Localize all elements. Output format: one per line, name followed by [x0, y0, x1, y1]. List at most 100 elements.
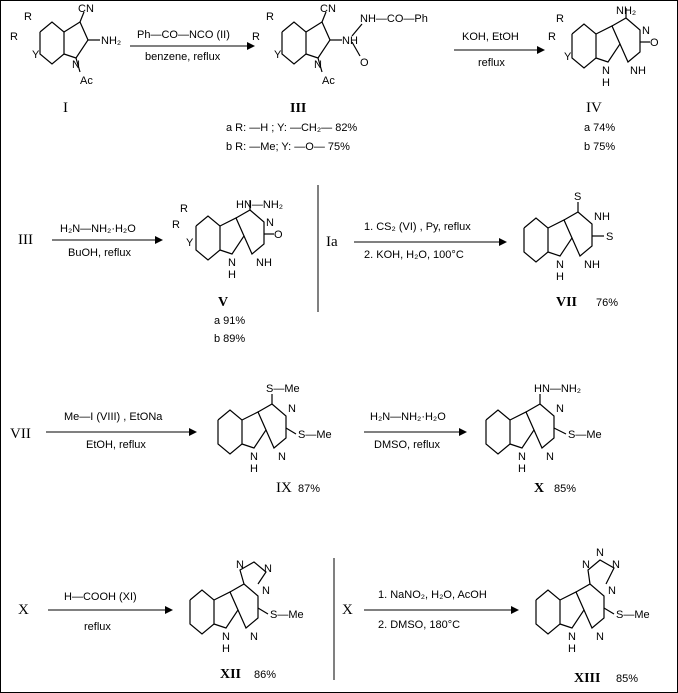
- atom-H: H: [568, 643, 576, 655]
- atom-N: N: [250, 631, 258, 643]
- atom-NH: NH: [584, 259, 600, 271]
- atom-NH: NH: [630, 65, 646, 77]
- reagent-8-top: 1. NaNO₂, H₂O, AcOH: [378, 589, 487, 601]
- atom-hydrazino: HN—NH₂: [534, 383, 581, 395]
- label-XII: XII: [220, 667, 241, 682]
- atom-SMe: S—Me: [270, 609, 304, 621]
- atom-Y: Y: [274, 49, 282, 61]
- atom-N: N: [556, 259, 564, 271]
- reagent-5-top: Me—I (VIII) , EtONa: [64, 411, 163, 423]
- reagent-6-bottom: DMSO, reflux: [374, 439, 441, 451]
- atom-N: N: [602, 65, 610, 77]
- atom-R: R: [266, 11, 274, 23]
- reagent-4-bottom: 2. KOH, H₂O, 100°C: [364, 249, 464, 261]
- label-III-start: III: [18, 232, 33, 248]
- atom-urea: NH—CO—Ph: [360, 13, 428, 25]
- yield-V-b: b 89%: [214, 333, 245, 345]
- atom-N: N: [236, 559, 244, 571]
- label-IX: IX: [276, 480, 292, 496]
- atom-NH2: NH₂: [101, 35, 121, 47]
- reagent-6-top: H₂N—NH₂·H₂O: [370, 411, 446, 423]
- label-X: X: [534, 481, 544, 496]
- label-I: I: [63, 100, 68, 116]
- reagent-3-bottom: BuOH, reflux: [68, 247, 131, 259]
- yield-III-a: a R: —H ; Y: —CH₂— 82%: [226, 122, 357, 134]
- reagent-2-bottom: reflux: [478, 57, 505, 69]
- atom-N: N: [288, 403, 296, 415]
- structure-XIII: N N N N S—Me N N H: [535, 547, 650, 655]
- reagent-1-top: Ph—CO—NCO (II): [137, 29, 230, 41]
- atom-R: R: [252, 31, 260, 43]
- atom-H: H: [228, 269, 236, 281]
- reagent-5-bottom: EtOH, reflux: [86, 439, 146, 451]
- atom-NH2: NH₂: [616, 5, 636, 17]
- atom-R: R: [10, 31, 18, 43]
- label-VII-start: VII: [10, 426, 31, 442]
- atom-R: R: [172, 219, 180, 231]
- atom-Y: Y: [186, 237, 194, 249]
- yield-III-b: b R: —Me; Y: —O— 75%: [226, 141, 350, 153]
- atom-N: N: [228, 257, 236, 269]
- atom-SMe: S—Me: [616, 609, 650, 621]
- atom-N: N: [518, 451, 526, 463]
- structure-I: CN NH₂ N Ac R R Y: [10, 3, 121, 87]
- atom-O: O: [650, 37, 659, 49]
- yield-XII: 86%: [254, 669, 276, 681]
- atom-NH: NH: [594, 211, 610, 223]
- structure-X: HN—NH₂ N S—Me N N H: [485, 383, 602, 475]
- reagent-4-top: 1. CS₂ (VI) , Py, reflux: [364, 221, 471, 233]
- atom-SMe: S—Me: [568, 429, 602, 441]
- atom-N: N: [568, 631, 576, 643]
- atom-Ac: Ac: [322, 75, 335, 87]
- structure-IX: S—Me N S—Me N N H: [217, 383, 332, 475]
- reagent-7-bottom: reflux: [84, 621, 111, 633]
- atom-CN: CN: [78, 3, 94, 15]
- atom-N: N: [608, 585, 616, 597]
- atom-R: R: [556, 13, 564, 25]
- yield-X: 85%: [554, 483, 576, 495]
- yield-IV-a: a 74%: [584, 122, 615, 134]
- atom-N: N: [642, 25, 650, 37]
- label-XIII: XIII: [574, 671, 600, 686]
- label-X-start-2: X: [342, 602, 353, 618]
- atom-N: N: [596, 631, 604, 643]
- atom-R: R: [24, 11, 32, 23]
- label-X-start-1: X: [18, 602, 29, 618]
- atom-hydrazino: HN—NH₂: [236, 199, 283, 211]
- atom-R: R: [548, 31, 556, 43]
- atom-H: H: [222, 643, 230, 655]
- structure-V: HN—NH₂ N O NH N H R R Y: [172, 199, 283, 281]
- atom-S: S: [574, 191, 581, 203]
- atom-H: H: [556, 271, 564, 283]
- atom-N: N: [546, 451, 554, 463]
- atom-N: N: [556, 403, 564, 415]
- reagent-7-top: H—COOH (XI): [64, 591, 137, 603]
- reagent-3-top: H₂N—NH₂·H₂O: [60, 223, 136, 235]
- atom-SMe: S—Me: [298, 429, 332, 441]
- label-V: V: [218, 295, 228, 310]
- atom-NH: NH: [342, 35, 358, 47]
- atom-SMe: S—Me: [266, 383, 300, 395]
- structure-IV: NH₂ N O NH N H R R Y: [548, 5, 659, 89]
- reagent-2-top: KOH, EtOH: [462, 31, 519, 43]
- reagent-1-bottom: benzene, reflux: [145, 51, 221, 63]
- label-VII: VII: [556, 295, 577, 310]
- atom-Y: Y: [32, 49, 40, 61]
- structure-XII: N N N S—Me N N H: [189, 559, 304, 655]
- atom-NH: NH: [256, 257, 272, 269]
- atom-N: N: [264, 563, 272, 575]
- label-IV: IV: [586, 100, 602, 116]
- atom-N: N: [278, 451, 286, 463]
- yield-IX: 87%: [298, 483, 320, 495]
- structure-VII: S NH S NH N H: [523, 191, 613, 283]
- yield-VII: 76%: [596, 297, 618, 309]
- atom-H: H: [602, 77, 610, 89]
- yield-IV-b: b 75%: [584, 141, 615, 153]
- label-III: III: [290, 101, 306, 116]
- atom-N: N: [314, 59, 322, 71]
- yield-V-a: a 91%: [214, 315, 245, 327]
- atom-N: N: [612, 559, 620, 571]
- atom-N: N: [72, 59, 80, 71]
